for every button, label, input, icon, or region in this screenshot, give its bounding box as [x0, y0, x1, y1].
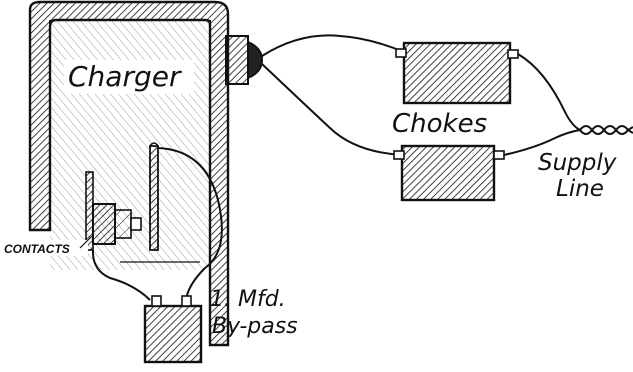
bypass-capacitor [143, 295, 203, 364]
label-charger: Charger [64, 60, 194, 94]
lead-wires [261, 34, 405, 156]
charger-housing [28, 0, 230, 347]
supply-line-twist [579, 125, 633, 135]
contacts-label: CONTACTS [4, 242, 70, 256]
choke-upper [395, 41, 519, 105]
capacitor-label-line1: 1. Mfd. [210, 287, 286, 312]
contacts-assembly [85, 142, 200, 263]
capacitor-label-line2: By-pass [212, 314, 298, 339]
contact-wires [91, 147, 223, 301]
supply-wires [503, 53, 581, 156]
label-contacts: CONTACTS [2, 235, 93, 256]
cable-gland [225, 35, 264, 85]
supply-label-line2: Line [556, 176, 604, 202]
choke-lower [393, 144, 505, 202]
charger-label: Charger [68, 60, 182, 93]
chokes-label: Chokes [392, 109, 487, 139]
supply-label-line1: Supply [538, 150, 617, 176]
